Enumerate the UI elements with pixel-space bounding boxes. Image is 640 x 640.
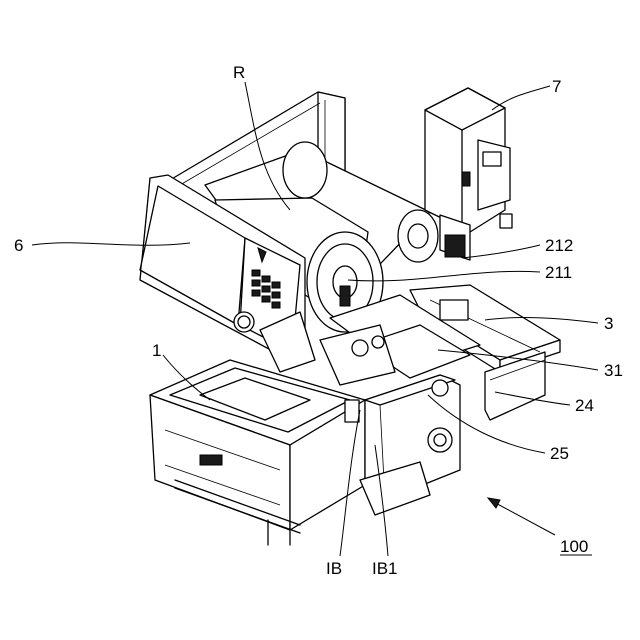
label-211: 211 [545,263,572,282]
label-7: 7 [552,77,561,96]
label-1: 1 [152,341,161,360]
label-IB: IB [326,559,342,578]
base-frame [150,360,365,545]
label-IB1: IB1 [372,559,398,578]
label-R: R [233,63,245,82]
label-24: 24 [575,396,594,415]
arrow-100-shaft [490,500,555,535]
arrow-100-head [488,498,500,508]
label-31: 31 [604,361,623,380]
label-6: 6 [14,236,23,255]
label-100: 100 [560,537,588,556]
label-3: 3 [604,314,613,333]
label-212: 212 [545,236,573,255]
leader-212 [462,245,540,258]
label-25: 25 [550,444,569,463]
